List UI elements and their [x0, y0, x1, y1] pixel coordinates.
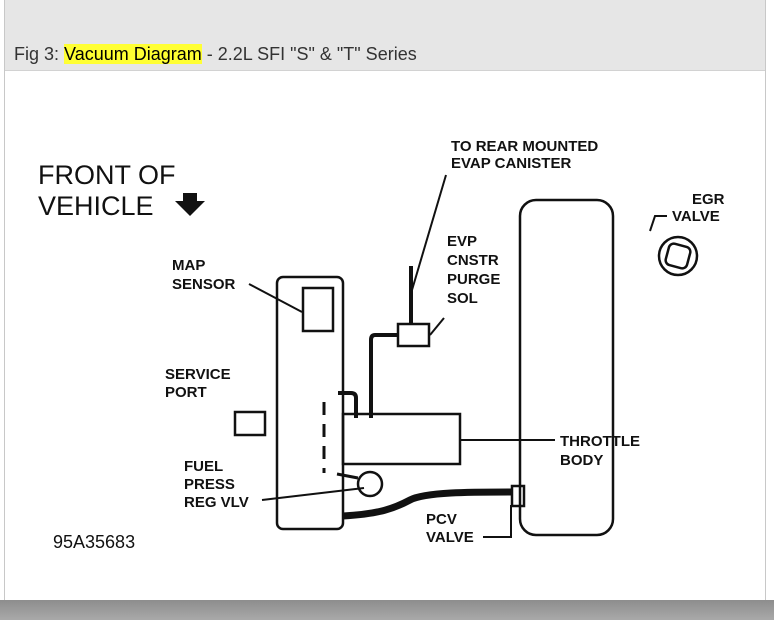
caption-bar: Fig 3: Vacuum Diagram - 2.2L SFI "S" & "…	[5, 0, 765, 71]
figure-frame: Fig 3: Vacuum Diagram - 2.2L SFI "S" & "…	[4, 0, 766, 600]
service-port	[233, 410, 267, 437]
front-label-1: FRONT OF	[38, 160, 176, 190]
to-rear-label-2: EVAP CANISTER	[451, 155, 571, 172]
map-label-1: MAP	[172, 257, 205, 274]
figure-caption: Fig 3: Vacuum Diagram - 2.2L SFI "S" & "…	[14, 44, 417, 65]
service-label-1: SERVICE	[165, 366, 231, 383]
egr-valve-inner	[664, 242, 692, 270]
service-label-2: PORT	[165, 384, 207, 401]
map-leader	[248, 283, 303, 313]
pcv-leader	[483, 505, 512, 538]
fuel-label-1: FUEL	[184, 458, 223, 475]
down-arrow-icon	[175, 193, 205, 216]
throttle-label-1: THROTTLE	[560, 433, 640, 450]
throttle-label-2: BODY	[560, 452, 603, 469]
evp-label-1: EVP	[447, 233, 477, 250]
to-rear-label-1: TO REAR MOUNTED	[451, 138, 598, 155]
evp-solenoid	[396, 322, 431, 348]
evp-label-3: PURGE	[447, 271, 500, 288]
front-label-2: VEHICLE	[38, 191, 154, 221]
vacuum-diagram: FRONT OF VEHICLE TO REAR MOUNTED EVAP CA…	[38, 138, 725, 552]
evp-label-2: CNSTR	[447, 252, 499, 269]
fuel-label-2: PRESS	[184, 476, 235, 493]
bottom-scroll-area	[0, 600, 774, 620]
pcv-hose	[342, 488, 514, 520]
caption-prefix: Fig 3:	[14, 44, 65, 64]
fuel-leader	[261, 487, 365, 501]
map-label-2: SENSOR	[172, 276, 236, 293]
egr-valve-outer	[657, 235, 699, 277]
fuel-stub	[336, 472, 359, 480]
fuel-label-3: REG VLV	[184, 494, 249, 511]
pcv-label-1: PCV	[426, 511, 457, 528]
plenum-hose	[338, 391, 358, 418]
throttle-body	[518, 198, 615, 537]
intake-plenum	[275, 275, 345, 531]
egr-label-2: VALVE	[672, 208, 720, 225]
egr-label-1: EGR	[692, 191, 725, 208]
evp-leader	[429, 317, 445, 336]
purge-hose	[369, 333, 398, 418]
caption-highlight: Vacuum Diagram	[64, 44, 202, 64]
pcv-valve	[510, 484, 526, 508]
egr-leader	[649, 215, 667, 232]
evp-label-4: SOL	[447, 290, 478, 307]
map-sensor	[301, 286, 335, 333]
fuel-press-reg	[356, 470, 384, 498]
throttle-connector	[341, 412, 462, 466]
pcv-label-2: VALVE	[426, 529, 474, 546]
caption-suffix: - 2.2L SFI "S" & "T" Series	[201, 44, 417, 64]
canister-leader	[411, 174, 447, 291]
figure-code: 95A35683	[53, 532, 135, 552]
